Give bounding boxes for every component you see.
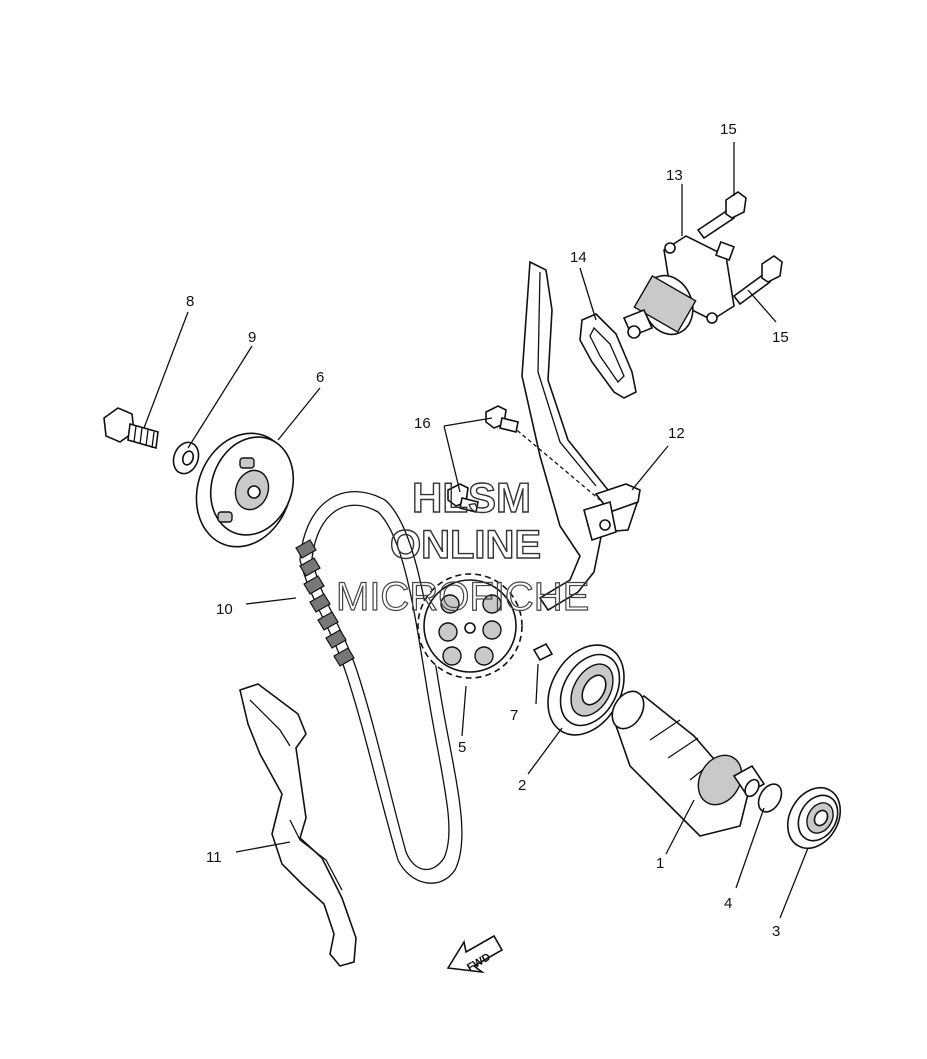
timing-chain: [295, 491, 463, 884]
callout-10: 10: [216, 601, 233, 618]
bearing-large: [547, 644, 625, 736]
callout-12: 12: [668, 425, 685, 442]
tensioner-gasket: [579, 313, 637, 399]
callout-15-right: 15: [772, 329, 789, 346]
bearing-small: [786, 787, 842, 849]
callout-11: 11: [206, 849, 222, 866]
callout-8: 8: [186, 293, 194, 310]
cam-sprocket: [417, 573, 523, 679]
bolt: [103, 407, 159, 450]
watermark: HLSM ONLINE MICROFICHE: [335, 473, 590, 619]
washer: [172, 441, 200, 475]
tensioner-bolts: [696, 191, 783, 306]
callout-3: 3: [772, 923, 780, 940]
callout-1: 1: [656, 855, 664, 872]
watermark-line2: ONLINE: [390, 523, 541, 567]
callout-labels: 1 2 3 4 5 6 7 8 9 10 11 12 13 14 15 15 1…: [186, 121, 789, 940]
callout-4: 4: [724, 895, 732, 912]
chain-guide-lower: [239, 683, 357, 967]
chain-links-detail: [295, 539, 355, 667]
decompressor-plate: [195, 432, 295, 548]
forward-arrow-icon: FWD: [446, 934, 504, 974]
callout-9: 9: [248, 329, 256, 346]
callout-14: 14: [570, 249, 587, 266]
callout-7: 7: [510, 707, 518, 724]
watermark-line3: MICROFICHE: [336, 575, 589, 619]
leader-lines: [143, 142, 809, 919]
callout-16: 16: [414, 415, 431, 432]
chain-guide-upper: [511, 260, 641, 612]
dowel-pin: [532, 642, 554, 662]
callout-2: 2: [518, 777, 526, 794]
callout-15-top: 15: [720, 121, 737, 138]
watermark-line1: HLSM: [412, 474, 531, 521]
callout-13: 13: [666, 167, 683, 184]
callout-5: 5: [458, 739, 466, 756]
camshaft: [611, 690, 766, 837]
guide-bolts: [447, 405, 519, 513]
chain-tensioner: [622, 235, 735, 339]
callout-6: 6: [316, 369, 324, 386]
